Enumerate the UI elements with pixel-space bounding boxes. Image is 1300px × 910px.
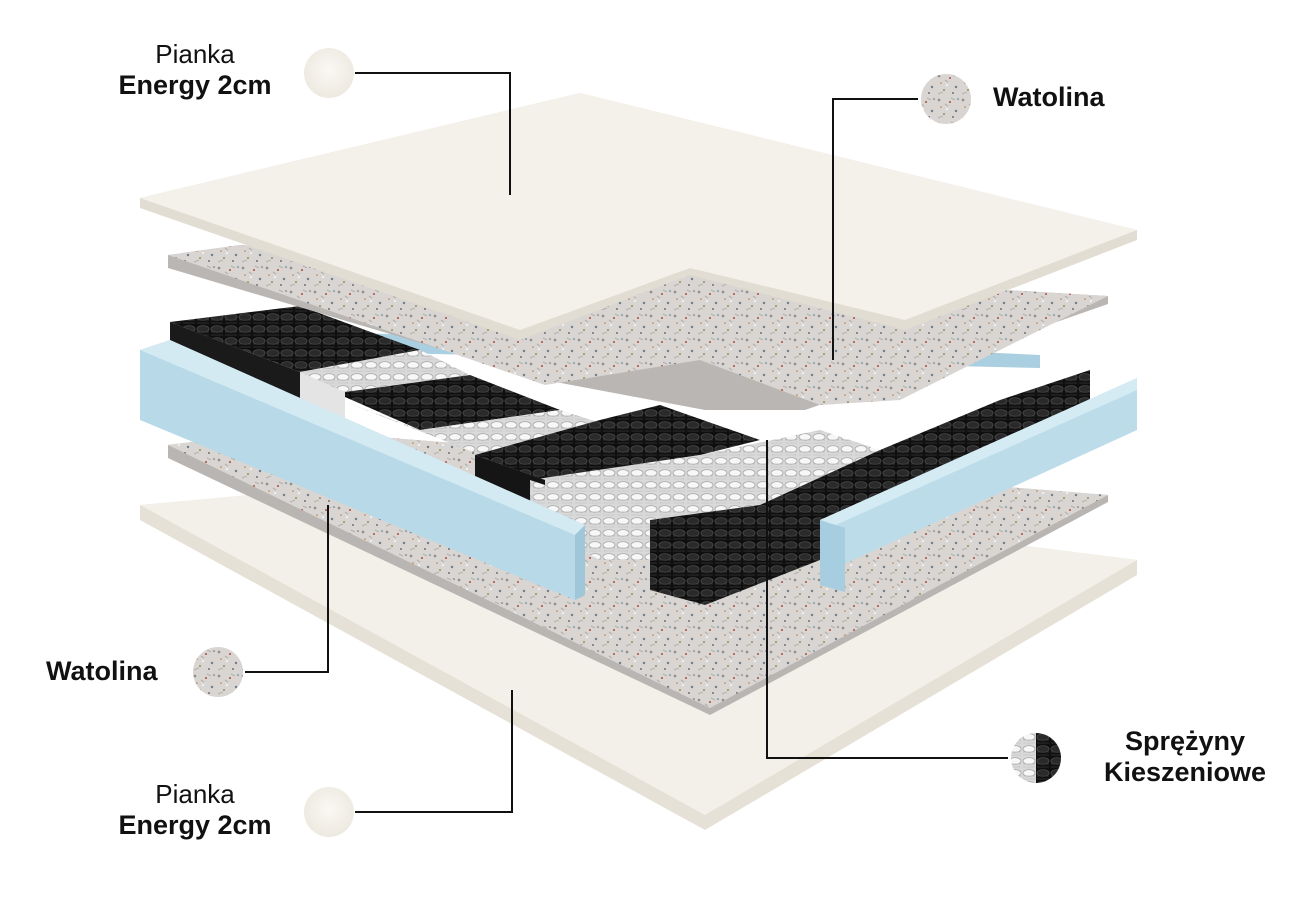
label-springs: Sprężyny Kieszeniowe (1080, 726, 1290, 788)
spring-zone-black (475, 405, 760, 480)
label-bottom-wadding-text: Watolina (46, 656, 158, 686)
label-top-wadding: Watolina (993, 82, 1105, 113)
label-bottom-foam-line1: Pianka (155, 779, 235, 809)
label-top-foam-line1: Pianka (155, 39, 235, 69)
leader-lines (245, 72, 1008, 813)
spring-zone-black (295, 375, 560, 430)
label-bottom-wadding: Watolina (46, 656, 158, 687)
leader-line-springs (766, 440, 1008, 759)
top-foam-layer (140, 93, 1137, 340)
spring-zone-black (650, 370, 1090, 560)
label-bottom-foam: Pianka Energy 2cm (95, 779, 295, 841)
spring-zone-white (530, 430, 880, 520)
label-top-foam-line2: Energy 2cm (118, 69, 272, 100)
label-springs-line1: Sprężyny (1124, 726, 1246, 756)
leader-line-bottom-foam (355, 690, 513, 813)
wadding-swatch-icon (921, 74, 971, 124)
spring-zone-white (210, 340, 470, 392)
leader-line-bottom-wadding (245, 505, 329, 673)
foam-swatch-icon (304, 48, 354, 98)
label-bottom-foam-line2: Energy 2cm (118, 809, 272, 840)
label-top-foam: Pianka Energy 2cm (95, 39, 295, 101)
label-springs-line2: Kieszeniowe (1103, 757, 1267, 788)
leader-line-top-wadding (832, 98, 918, 360)
label-top-wadding-text: Watolina (993, 82, 1105, 112)
foam-swatch-icon (304, 787, 354, 837)
leader-line-top-foam (355, 72, 511, 195)
wadding-swatch-icon (193, 647, 243, 697)
pocket-spring-core (140, 306, 1137, 605)
spring-zone-black (170, 306, 420, 372)
pocket-spring-swatch-icon (1011, 733, 1061, 783)
